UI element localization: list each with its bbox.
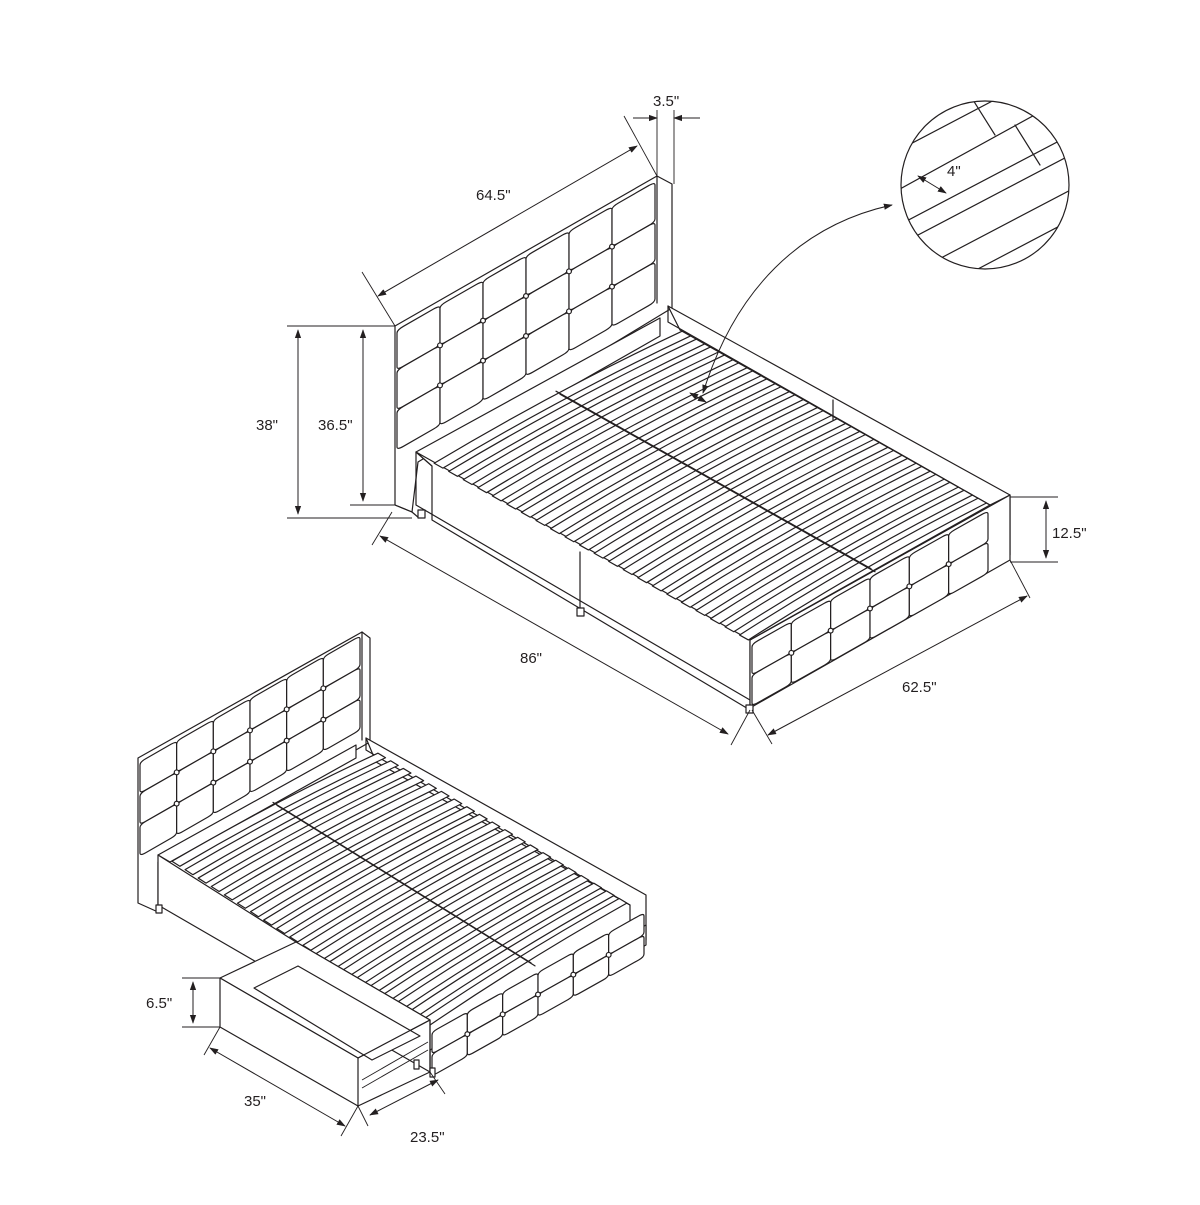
tuft-button (173, 800, 180, 807)
tuft-button (499, 1011, 506, 1018)
tuft-button (565, 268, 572, 275)
main-dimensions: 64.5" 3.5" 38" 36.5" 12.5" 86" 62.5" (256, 93, 1087, 746)
tuft-cushion (948, 542, 989, 595)
slat (367, 867, 577, 993)
slat (249, 798, 463, 918)
slat (680, 465, 931, 608)
headboard-thickness-label: 3.5" (653, 93, 679, 110)
slats (433, 330, 988, 641)
tuft-button (866, 605, 873, 612)
total-height-label: 38" (256, 417, 278, 434)
tuft-button (283, 706, 290, 713)
slat (236, 790, 450, 909)
detail-slat-joint (1014, 124, 1041, 166)
slat (210, 775, 425, 893)
tuft-button (437, 382, 444, 389)
frame-height-label: 12.5" (1052, 525, 1087, 542)
tuft-button (480, 357, 487, 364)
drawer-height-label: 6.5" (146, 995, 172, 1012)
center-rail-edge (559, 393, 876, 573)
slat (608, 426, 861, 567)
slat (394, 882, 603, 1010)
tuft-button (320, 685, 327, 692)
tuft-button (608, 243, 615, 250)
tuft-button (247, 727, 254, 734)
drawer-view-illustration (137, 631, 647, 1107)
slat (315, 836, 526, 960)
tuft-button (534, 991, 541, 998)
tuft-cushion (322, 699, 361, 751)
tuft-button (522, 333, 529, 340)
tuft-button (437, 342, 444, 349)
tuft-button (247, 758, 254, 765)
length-label: 86" (520, 650, 542, 667)
small-headboard (137, 631, 371, 913)
drawer-depth-label: 23.5" (410, 1129, 445, 1146)
slat (289, 821, 501, 943)
tuft-button (480, 317, 487, 324)
slat (223, 783, 437, 901)
small-slats (171, 752, 628, 1027)
tuft-button (565, 308, 572, 315)
slat (709, 481, 959, 625)
small-footboard-tufting (431, 913, 645, 1076)
tuft-button (788, 649, 795, 656)
tuft-cushion (608, 935, 645, 976)
tuft-button (210, 748, 217, 755)
slat (302, 829, 514, 951)
detail-slat-edge (901, 129, 1069, 236)
slat (341, 851, 552, 977)
tuft-button (906, 583, 913, 590)
slat (276, 813, 488, 935)
drawer-dimensions: 6.5" 35" 23.5" (146, 977, 446, 1146)
slat (549, 394, 804, 535)
tuft-button (522, 293, 529, 300)
slat (666, 457, 917, 600)
slat (433, 330, 692, 469)
center-rail (555, 390, 872, 570)
tuft-button (320, 716, 327, 723)
slat-width-label: 4" (947, 163, 961, 180)
slat (171, 752, 387, 867)
slat (184, 760, 399, 876)
slat-detail-callout: 4" (900, 100, 1070, 270)
tuft-button (210, 779, 217, 786)
slat (197, 767, 412, 884)
tuft-button (605, 951, 612, 958)
width-label: 62.5" (902, 679, 937, 696)
headboard-width-label: 64.5" (476, 187, 511, 204)
detail-slat-joint (962, 101, 996, 136)
slat (564, 402, 818, 543)
headboard-panel-height-label: 36.5" (318, 417, 353, 434)
slat (328, 844, 539, 968)
tuft-button (827, 627, 834, 634)
slat (593, 418, 847, 559)
drawer-length-label: 35" (244, 1093, 266, 1110)
tuft-button (283, 737, 290, 744)
slat (579, 410, 833, 551)
slat (263, 806, 476, 926)
tuft-button (608, 283, 615, 290)
tuft-button (173, 769, 180, 776)
slat (695, 473, 945, 617)
tuft-button (464, 1031, 471, 1038)
detail-slat-edge (901, 101, 1069, 161)
slat (407, 890, 615, 1019)
tuft-button (570, 971, 577, 978)
detail-slat-edge (901, 184, 1069, 269)
main-bed-illustration (394, 175, 1011, 714)
slat (380, 874, 590, 1002)
center-rail-edge (276, 804, 536, 967)
slat (354, 859, 564, 985)
tuft-button (945, 561, 952, 568)
slat (420, 897, 628, 1027)
